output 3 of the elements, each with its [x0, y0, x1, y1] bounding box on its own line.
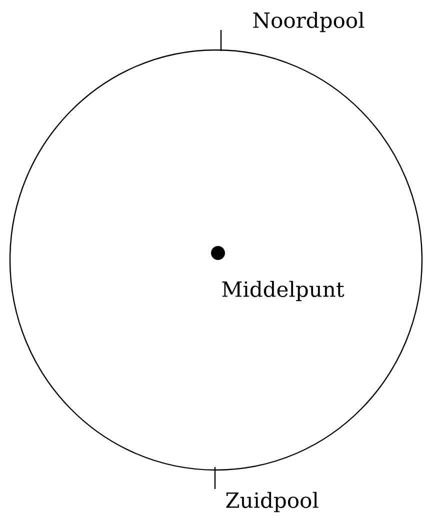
center-label: Middelpunt [222, 280, 344, 302]
pole-label: Zuidpool [226, 492, 318, 512]
pole-label: Noordpool [253, 12, 364, 32]
